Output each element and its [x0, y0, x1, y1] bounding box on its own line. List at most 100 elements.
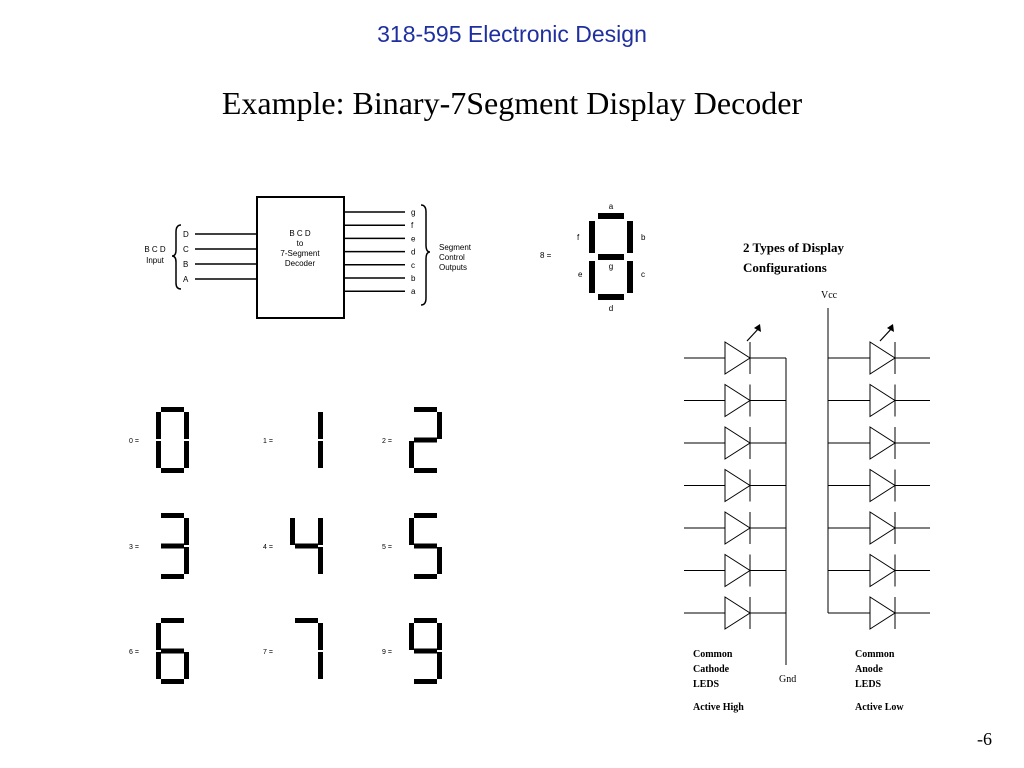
- digit-display: 6 =: [129, 618, 189, 684]
- digit-segment-g: [414, 437, 437, 443]
- anode-active-label: Active Low: [855, 702, 904, 713]
- digit-segment-f: [409, 623, 414, 650]
- anode-label-1: Common: [855, 649, 895, 660]
- digit-segment-d: [414, 468, 437, 473]
- cathode-light-arrow: [746, 324, 761, 342]
- segment-a: [598, 213, 624, 219]
- digit-segment-f: [156, 412, 161, 439]
- output-label: f: [411, 221, 414, 230]
- segment-output-label-1: Segment: [439, 243, 472, 252]
- digit-label: 1 =: [263, 438, 273, 445]
- led-diode: [828, 341, 930, 375]
- led-diode: [684, 553, 786, 588]
- digit-segment-b: [437, 412, 442, 439]
- led-config-diagram: 2 Types of Display Configurations Vcc Gn…: [684, 240, 930, 713]
- segment-label-g: g: [609, 262, 613, 271]
- digit-display: 9 =: [382, 618, 442, 684]
- digit-segment-f: [409, 518, 414, 545]
- segment-label-b: b: [641, 233, 646, 242]
- digit-label: 5 =: [382, 544, 392, 551]
- anode-label-3: LEDS: [855, 679, 882, 690]
- led-config-heading-2: Configurations: [743, 260, 827, 275]
- input-label: D: [183, 230, 189, 239]
- digit-label: 4 =: [263, 544, 273, 551]
- segment-label-f: f: [577, 233, 580, 242]
- digit-label: 7 =: [263, 649, 273, 656]
- output-label: e: [411, 234, 416, 243]
- digit-segment-a: [414, 618, 437, 623]
- led-diode: [684, 341, 786, 375]
- led-diode: [828, 383, 930, 418]
- segment-g: [598, 254, 624, 260]
- led-diode: [828, 426, 930, 460]
- output-label: b: [411, 274, 416, 283]
- digit-segment-c: [184, 652, 189, 679]
- digit-segment-b: [318, 518, 323, 545]
- digit-segment-c: [184, 547, 189, 574]
- bcd-input-label-2: Input: [146, 256, 165, 265]
- segment-label-c: c: [641, 270, 645, 279]
- digit-segment-c: [318, 441, 323, 468]
- digit-segment-a: [161, 513, 184, 518]
- digit-segment-b: [184, 412, 189, 439]
- led-config-heading-1: 2 Types of Display: [743, 240, 845, 255]
- led-diode: [684, 596, 786, 630]
- digit-segment-a: [295, 618, 318, 623]
- digit-segment-b: [318, 412, 323, 439]
- digit-segment-a: [414, 407, 437, 412]
- led-diode: [684, 511, 786, 545]
- page-number: -6: [977, 729, 992, 749]
- digit-segment-g: [414, 543, 437, 549]
- digit-segment-a: [161, 618, 184, 623]
- digit-segment-g: [295, 543, 318, 549]
- digit-display: 5 =: [382, 513, 442, 579]
- digit-segment-a: [414, 513, 437, 518]
- led-diode: [828, 596, 930, 630]
- segment-output-label-3: Outputs: [439, 263, 467, 272]
- gnd-label: Gnd: [779, 674, 796, 685]
- digit-segment-b: [318, 623, 323, 650]
- digit-label: 2 =: [382, 438, 392, 445]
- output-label: d: [411, 248, 415, 257]
- decoder-block-diagram: B C D to 7-Segment Decoder B C D Input D…: [144, 196, 472, 319]
- digit-label: 3 =: [129, 544, 139, 551]
- digit-label: 0 =: [129, 438, 139, 445]
- decoder-label-4: Decoder: [285, 259, 316, 268]
- digit-segment-d: [161, 468, 184, 473]
- segment-output-label-2: Control: [439, 253, 465, 262]
- cathode-label-3: LEDS: [693, 679, 720, 690]
- digit-label: 9 =: [382, 649, 392, 656]
- digit-segment-a: [161, 407, 184, 412]
- digit-segment-e: [156, 652, 161, 679]
- output-label: g: [411, 208, 415, 217]
- led-diode: [684, 468, 786, 503]
- led-diode: [828, 553, 930, 588]
- common-cathode-diodes: [684, 341, 786, 630]
- segment-eq-label: 8 =: [540, 251, 552, 260]
- segment-b: [627, 221, 633, 253]
- digit-display: 0 =: [129, 407, 189, 473]
- segment-e: [589, 261, 595, 293]
- output-label: a: [411, 287, 416, 296]
- digit-segment-g: [414, 648, 437, 654]
- digit-segment-e: [156, 441, 161, 468]
- segment-layout-diagram: a b c d e f g 8 =: [540, 202, 646, 313]
- led-diode: [684, 426, 786, 460]
- cathode-label-2: Cathode: [693, 664, 730, 675]
- digit-segment-d: [161, 679, 184, 684]
- digit-segment-d: [414, 574, 437, 579]
- digit-segment-d: [414, 679, 437, 684]
- segment-label-e: e: [578, 270, 583, 279]
- input-label: C: [183, 245, 189, 254]
- decoder-label-3: 7-Segment: [280, 249, 320, 258]
- digit-display: 4 =: [263, 518, 323, 574]
- output-brace: [420, 204, 431, 306]
- anode-light-arrow: [879, 324, 894, 342]
- digit-display: 2 =: [382, 407, 442, 473]
- digit-segment-f: [290, 518, 295, 545]
- digit-segment-c: [318, 652, 323, 679]
